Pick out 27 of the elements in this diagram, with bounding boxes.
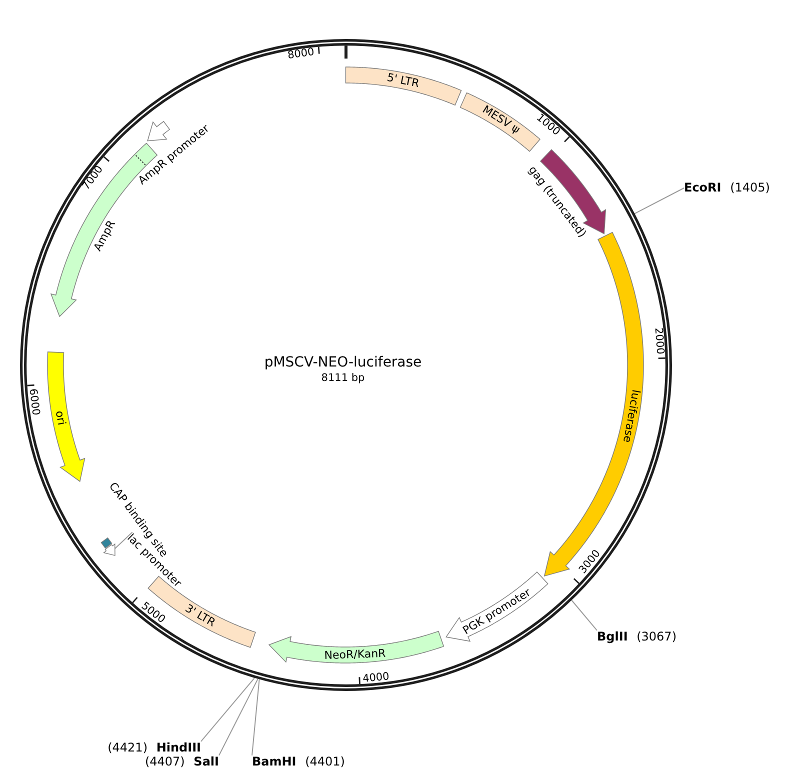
leader-line (218, 678, 258, 756)
leader-line (200, 678, 255, 742)
leader-line (252, 678, 260, 756)
feature-label: ori (53, 410, 68, 426)
directional-feature (46, 350, 86, 483)
leader-line (634, 188, 684, 214)
tick-label: 6000 (26, 388, 41, 416)
directional-feature (268, 630, 445, 664)
plasmid-size: 8111 bp (321, 373, 365, 385)
feature-label: NeoR/KanR (324, 648, 386, 662)
leader-line (114, 532, 133, 550)
feature-label: luciferase (620, 388, 642, 444)
feature-label: 5' LTR (386, 72, 420, 90)
directional-feature (102, 543, 116, 557)
tick-label: 8000 (287, 47, 315, 62)
site-label: (4407) SalI (144, 755, 219, 769)
directional-feature (445, 571, 549, 643)
plasmid-name: pMSCV-NEO-luciferase (264, 355, 422, 371)
leader-line (570, 600, 598, 631)
site-label: (4421) HindIII (108, 741, 201, 755)
tick-label: 4000 (362, 670, 390, 684)
tick-label: 2000 (652, 328, 665, 356)
site-label: EcoRI (1405) (684, 181, 770, 195)
feature-label: 3' LTR (183, 602, 218, 630)
feature-bar (344, 66, 463, 107)
site-label: BglII (3067) (597, 630, 676, 644)
site-label: BamHI (4401) (252, 755, 345, 769)
